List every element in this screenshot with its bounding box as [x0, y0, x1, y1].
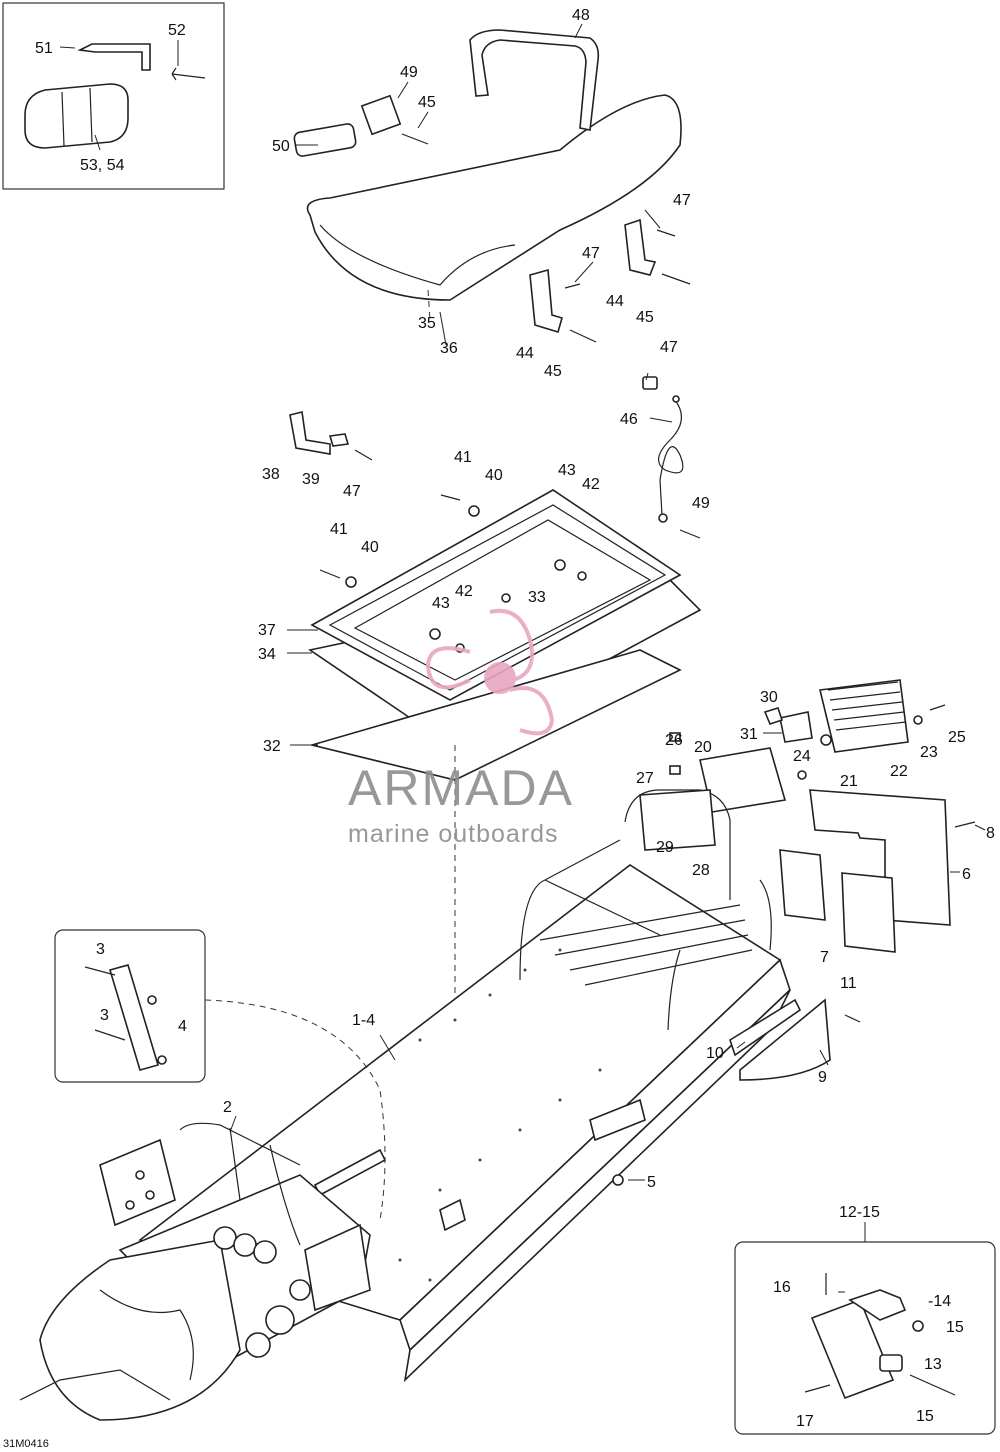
callout-32: 32: [263, 738, 281, 755]
callout-43-a: 43: [558, 462, 576, 479]
callout-40-a: 40: [485, 467, 503, 484]
inset-strap: [54, 929, 206, 1083]
callout-46: 46: [620, 411, 638, 428]
seat-brackets: [529, 218, 691, 343]
callout-40-b: 40: [361, 539, 379, 556]
callout-6: 6: [962, 866, 971, 883]
drawing-code: 31M0416: [3, 1438, 49, 1450]
callout-38: 38: [262, 466, 280, 483]
inset-hitch-bracket: [734, 1241, 996, 1435]
callout-16: 16: [773, 1279, 791, 1296]
watermark-subtitle: marine outboards: [348, 820, 559, 848]
callout-52: 52: [168, 22, 186, 39]
seat-bracket-part: [360, 94, 402, 136]
watermark-logo-icon: [425, 608, 555, 736]
seat-cushion: [293, 29, 682, 321]
callout-45-b: 45: [636, 309, 654, 326]
watermark-title: ARMADA: [348, 760, 574, 816]
callout-44-b: 44: [516, 345, 534, 362]
callout-3-b: 3: [100, 1007, 109, 1024]
callout-22: 22: [890, 763, 908, 780]
callout-26: 26: [665, 732, 683, 749]
taillight-housing-part: [699, 747, 787, 813]
rear-flap: [729, 998, 861, 1081]
callout-36: 36: [440, 340, 458, 357]
callout-23: 23: [920, 744, 938, 761]
callout-41-b: 41: [330, 521, 348, 538]
callout-15-a: 15: [946, 1319, 964, 1336]
callout-25: 25: [948, 729, 966, 746]
callout-5: 5: [647, 1174, 656, 1191]
leader-lines: [229, 23, 986, 1293]
callout-27: 27: [636, 770, 654, 787]
callout-42-b: 42: [455, 583, 473, 600]
callout-31: 31: [740, 726, 758, 743]
callout-51: 51: [35, 40, 53, 57]
storage-brackets: [289, 411, 373, 461]
callout-49-top: 49: [400, 64, 418, 81]
callout-14: -14: [928, 1293, 951, 1310]
grab-handle-part: [469, 29, 600, 131]
callout-labels: 48 51 52 53, 54 49 45 50 47 47 44 45 35 …: [3, 7, 995, 1450]
callout-1-4: 1-4: [352, 1012, 375, 1029]
tether-cord: [642, 376, 701, 539]
callout-47-b: 47: [582, 245, 600, 262]
callout-37: 37: [258, 622, 276, 639]
storage-box: [307, 489, 702, 1160]
callout-28: 28: [692, 862, 710, 879]
callout-50: 50: [272, 138, 290, 155]
callout-35: 35: [418, 315, 436, 332]
callout-11: 11: [840, 975, 857, 992]
screw-part: [171, 67, 206, 81]
callout-45-top: 45: [418, 94, 436, 111]
callout-53-54: 53, 54: [80, 157, 125, 174]
callout-13: 13: [924, 1356, 942, 1373]
inset-seat-accessory: [2, 2, 225, 190]
callout-15-b: 15: [916, 1408, 934, 1425]
storage-box-gasket: [310, 489, 682, 701]
callout-17: 17: [796, 1413, 814, 1430]
callout-33: 33: [528, 589, 546, 606]
callout-12-15: 12-15: [839, 1204, 880, 1221]
callout-10: 10: [706, 1045, 724, 1062]
callout-4: 4: [178, 1018, 187, 1035]
callout-47-c: 47: [660, 339, 678, 356]
callout-9: 9: [818, 1069, 827, 1086]
callout-48: 48: [572, 7, 590, 24]
mud-flaps: [779, 789, 976, 953]
callout-42-a: 42: [582, 476, 600, 493]
callout-47-a: 47: [673, 192, 691, 209]
callout-8: 8: [986, 825, 995, 842]
callout-2: 2: [223, 1099, 232, 1116]
emblem-part: [293, 123, 357, 157]
callout-29: 29: [656, 839, 674, 856]
callout-49-cord: 49: [692, 495, 710, 512]
storage-box-mat: [308, 649, 682, 781]
taillight: [669, 679, 946, 813]
callout-45-c: 45: [544, 363, 562, 380]
callout-34: 34: [258, 646, 276, 663]
seat-cover-part: [24, 83, 129, 149]
callout-43-b: 43: [432, 595, 450, 612]
tunnel-front-frame: [19, 1122, 371, 1421]
watermark: ARMADA marine outboards: [348, 608, 574, 848]
handle-bracket-part: [77, 43, 151, 71]
callout-7: 7: [820, 949, 829, 966]
callout-41-a: 41: [454, 449, 472, 466]
callout-39: 39: [302, 471, 320, 488]
callout-30: 30: [760, 689, 778, 706]
callout-21: 21: [840, 773, 858, 790]
callout-3-a: 3: [96, 941, 105, 958]
callout-20: 20: [694, 739, 712, 756]
callout-47-d: 47: [343, 483, 361, 500]
callout-44-a: 44: [606, 293, 624, 310]
callout-24: 24: [793, 748, 811, 765]
